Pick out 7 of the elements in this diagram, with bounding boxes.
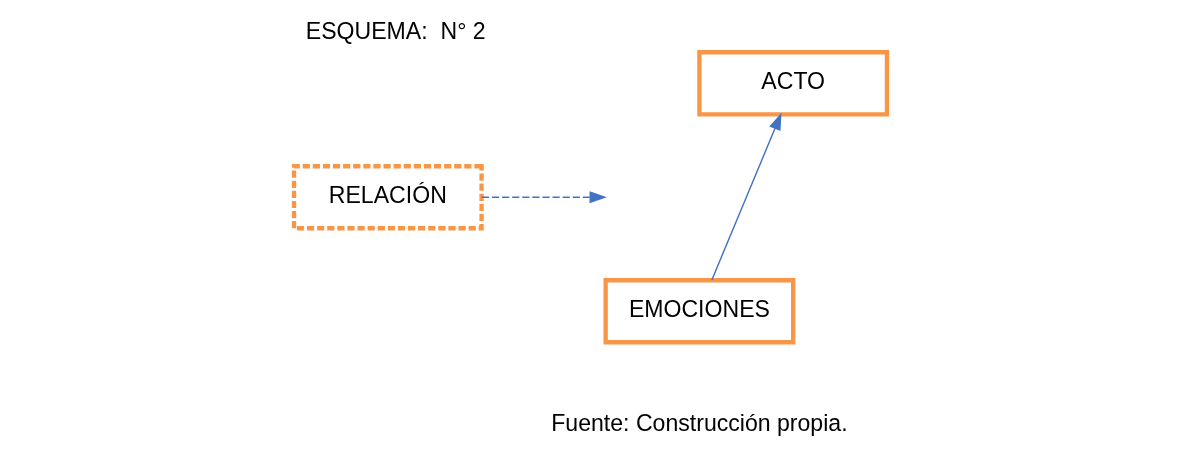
arrow — [710, 112, 782, 281]
node-box: EMOCIONES — [603, 277, 795, 344]
caption: Fuente: Construcción propia. — [550, 409, 848, 436]
diagram-title: ESQUEMA: N° 2 — [305, 17, 486, 44]
node-box: RELACIÓN — [291, 163, 484, 230]
arrow — [480, 190, 607, 203]
node-box: ACTO — [696, 49, 889, 116]
